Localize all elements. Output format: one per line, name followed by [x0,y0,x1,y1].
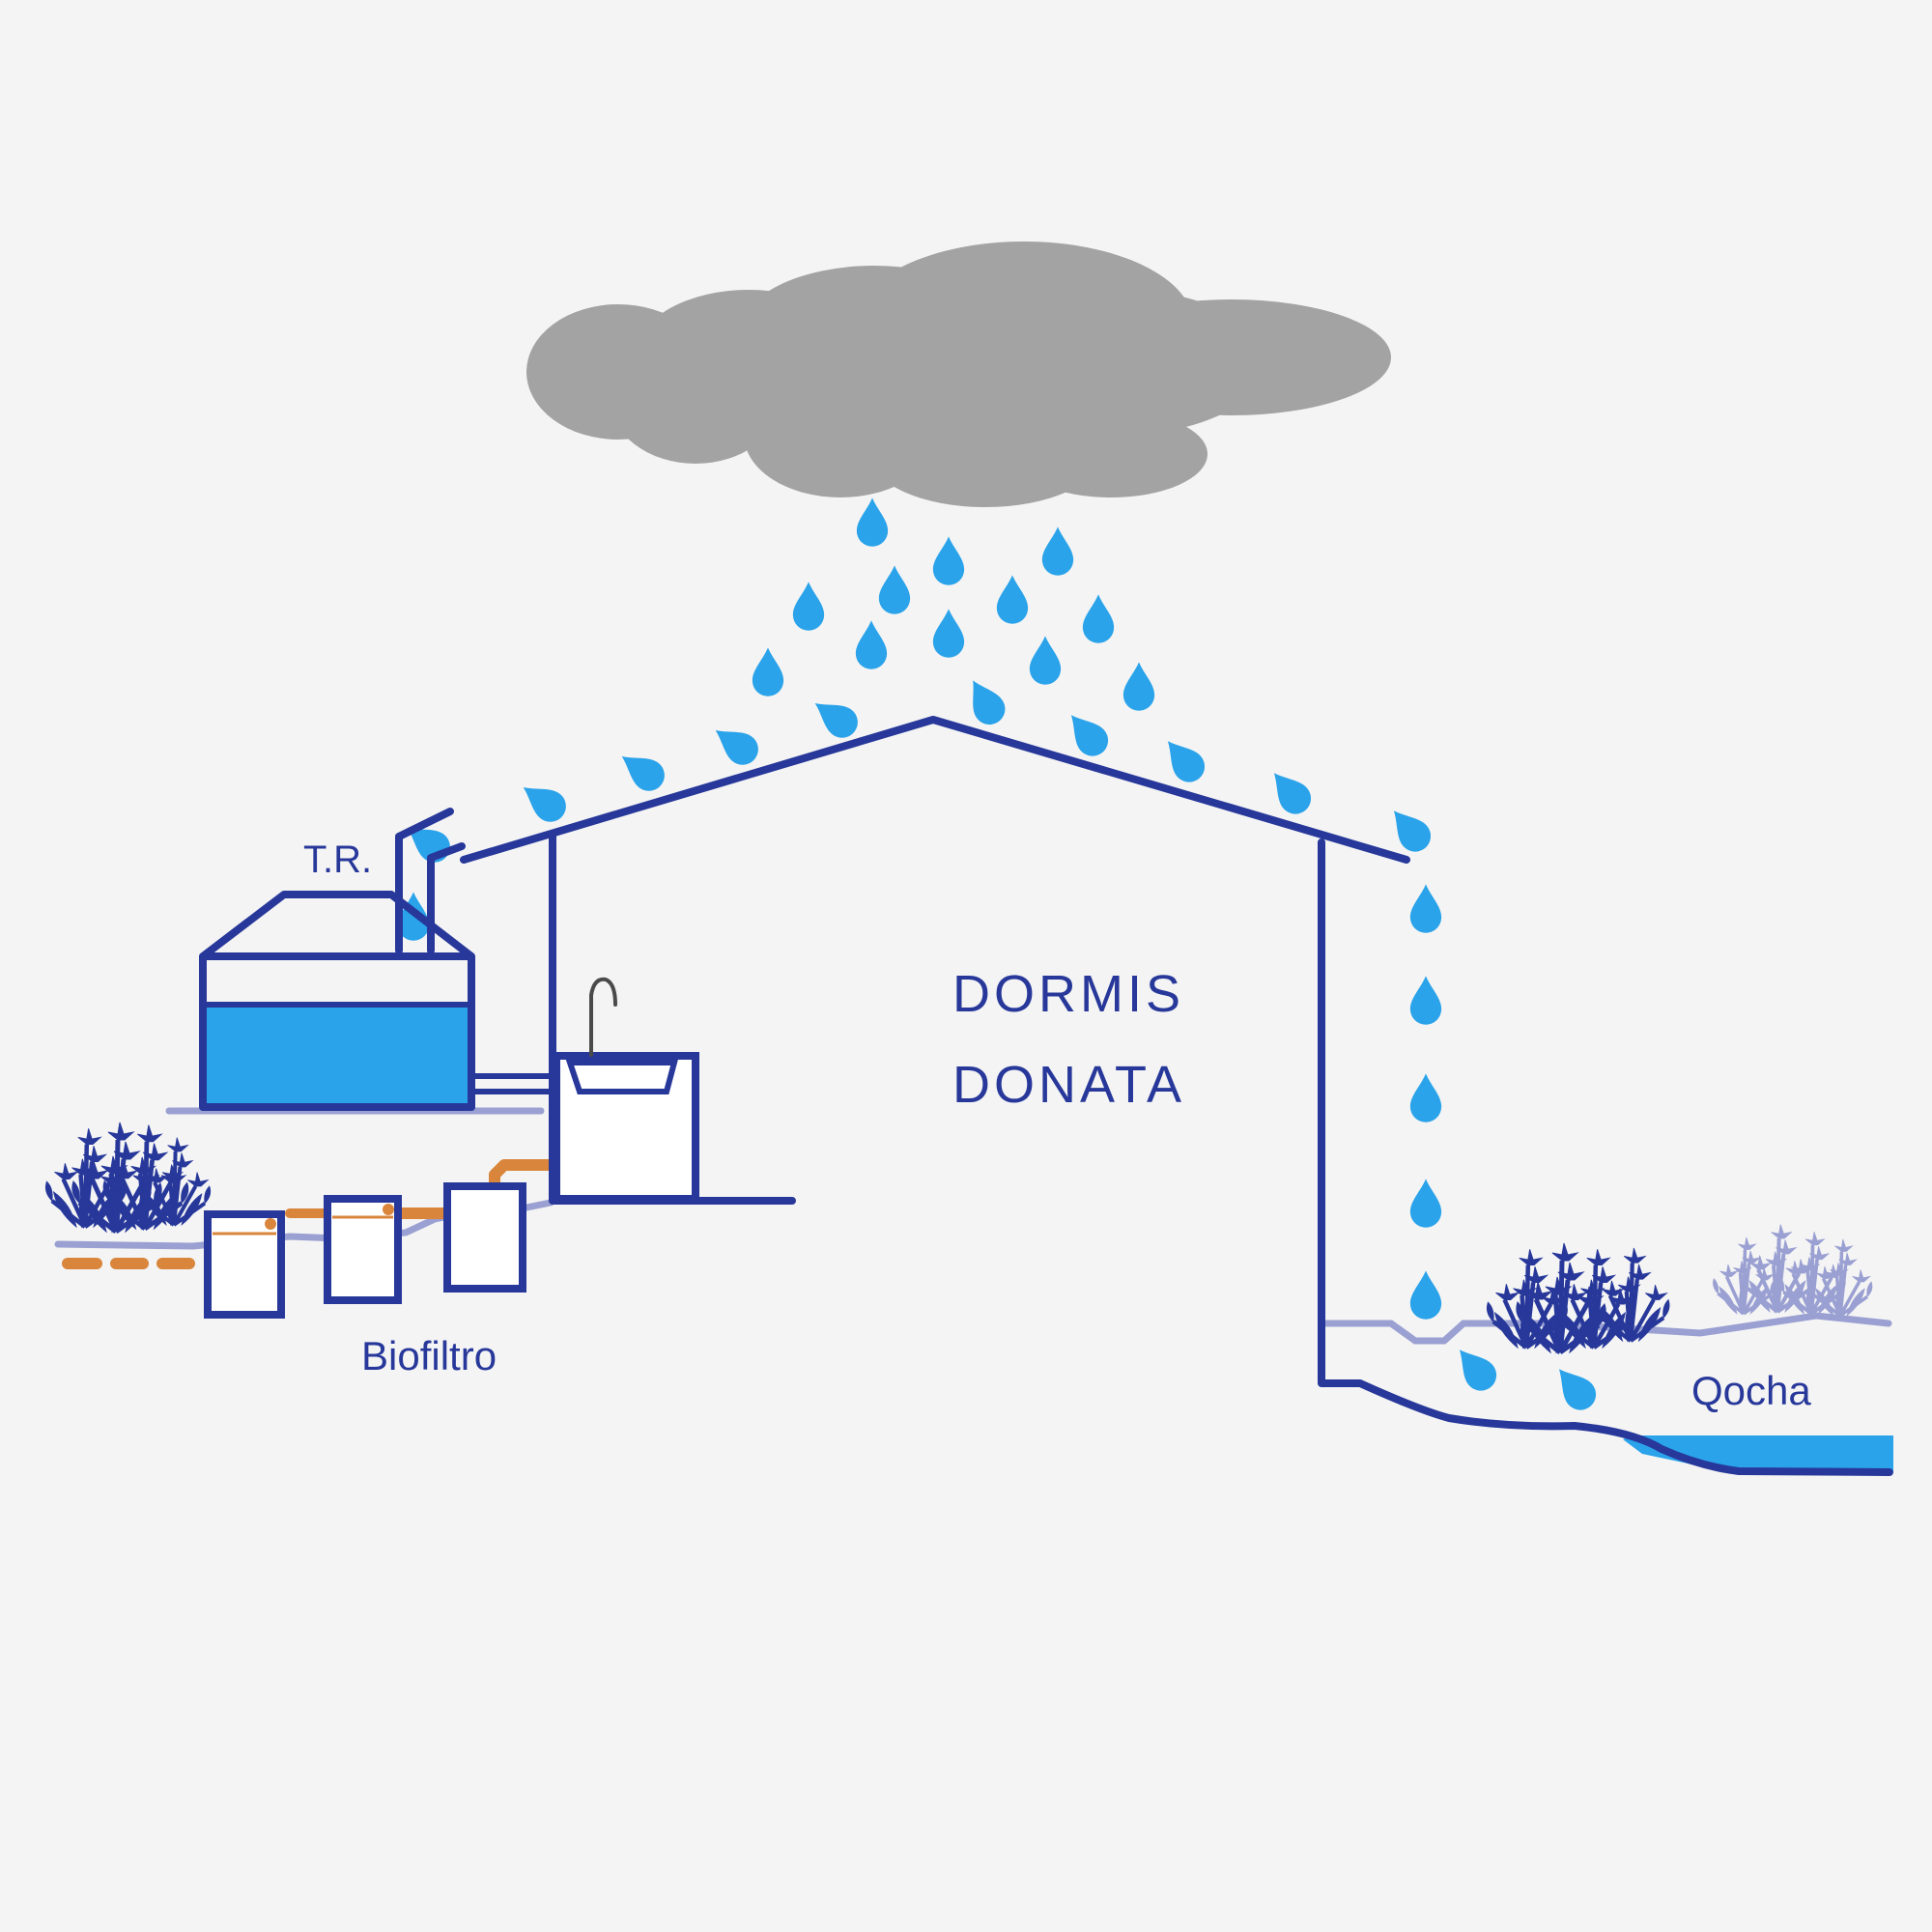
raindrop-icon [1381,800,1437,859]
raindrop-icon [752,647,784,696]
tank-water [205,1005,468,1107]
raindrop-icon [792,582,825,631]
biofilter-box-1 [204,1210,285,1319]
raindrop-icon [1262,762,1318,821]
faucet-icon [589,977,617,1057]
pond-label: Qocha [1691,1368,1811,1413]
raindrop-icon [1409,1073,1442,1122]
house-roof [460,716,1410,864]
raindrop-icon [996,575,1029,624]
raindrop-icon [1082,594,1115,643]
raindrop-icon [706,717,765,772]
raindrop-icon [1029,636,1062,685]
raindrop-icon [878,565,911,614]
sink [553,977,699,1203]
house-title-line2: DONATA [952,1056,1185,1114]
house-right-wall [1318,838,1893,1476]
raindrop-icon [1041,526,1074,576]
raindrop-icon [806,690,865,745]
raindrop-icon [1059,704,1115,763]
rain-tank [199,891,549,1111]
raindrop-icon [1155,730,1211,789]
gutter-downspout [395,808,466,954]
raindrop-icon [1409,884,1442,933]
biofilter-label: Biofiltro [361,1333,497,1378]
raindrop-icon [1447,1339,1503,1398]
raindrop-icon [932,536,965,585]
tank-label: T.R. [303,838,372,881]
raindrop-icon [1409,1179,1442,1228]
raindrop-icon [855,620,888,669]
raindrop-icon [1409,976,1442,1025]
rain-drops [397,497,1603,1417]
raindrop-icon [856,497,889,547]
cloud-icon [526,242,1391,507]
raindrop-icon [959,672,1011,731]
biofilter-box-3 [443,1182,526,1293]
raindrop-icon [1122,662,1155,711]
house-title-line1: DORMIS [952,965,1184,1023]
raindrop-icon [1547,1358,1603,1417]
raindrop-icon [612,743,671,798]
raindrop-icon [1409,1270,1442,1320]
biofilter-tanks [204,1182,526,1319]
raindrop-icon [514,774,573,829]
raindrop-icon [932,609,965,658]
